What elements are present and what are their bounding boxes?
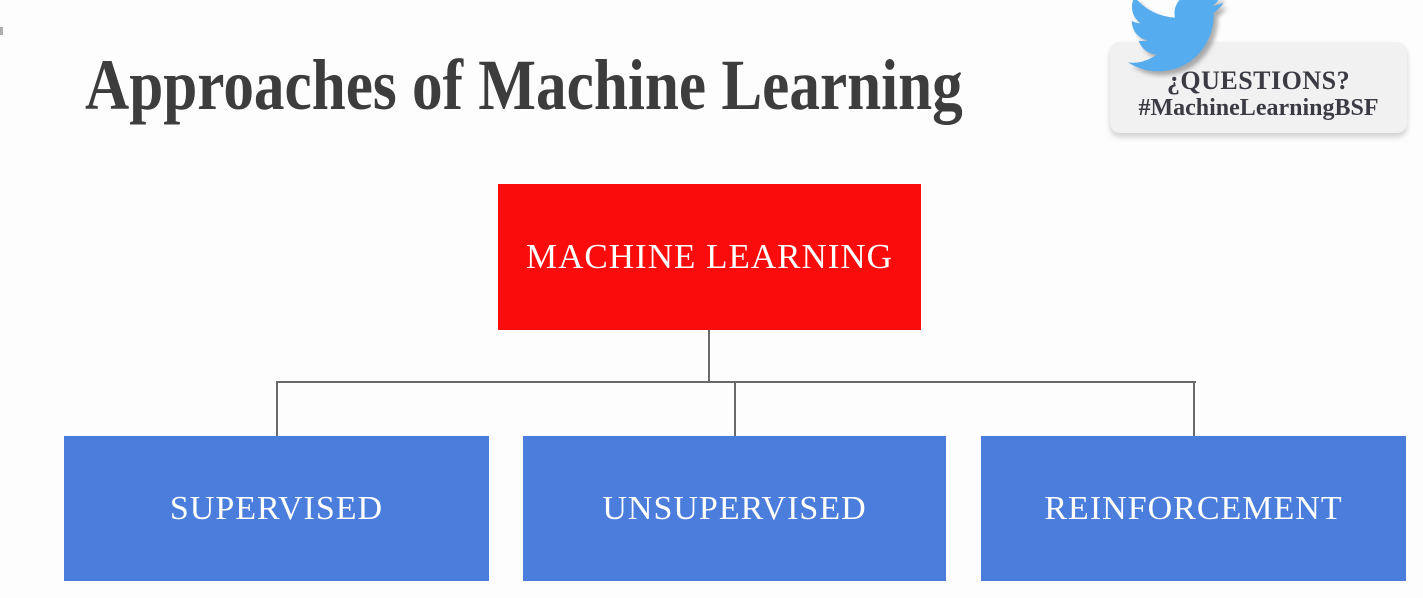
connector-unsupervised	[734, 382, 736, 436]
connector-horizontal	[276, 381, 1196, 383]
connector-reinforcement	[1193, 382, 1195, 436]
node-supervised-label: SUPERVISED	[169, 489, 384, 527]
left-edge-artifact	[0, 27, 3, 35]
node-supervised: SUPERVISED	[64, 436, 489, 581]
slide-title: Approaches of Machine Learning	[85, 45, 963, 125]
node-reinforcement-label: REINFORCEMENT	[1044, 489, 1343, 527]
node-unsupervised: UNSUPERVISED	[523, 436, 946, 581]
node-machine-learning: MACHINE LEARNING	[498, 184, 921, 330]
node-unsupervised-label: UNSUPERVISED	[602, 489, 867, 527]
twitter-bird-icon	[1127, 0, 1224, 72]
node-machine-learning-label: MACHINE LEARNING	[526, 237, 893, 276]
hashtag-label: #MachineLearningBSF	[1138, 95, 1379, 121]
questions-badge: ¿QUESTIONS? #MachineLearningBSF	[1110, 42, 1407, 133]
connector-root-vertical	[708, 330, 710, 382]
questions-label: ¿QUESTIONS?	[1166, 66, 1351, 95]
node-reinforcement: REINFORCEMENT	[981, 436, 1406, 581]
connector-supervised	[276, 382, 278, 436]
